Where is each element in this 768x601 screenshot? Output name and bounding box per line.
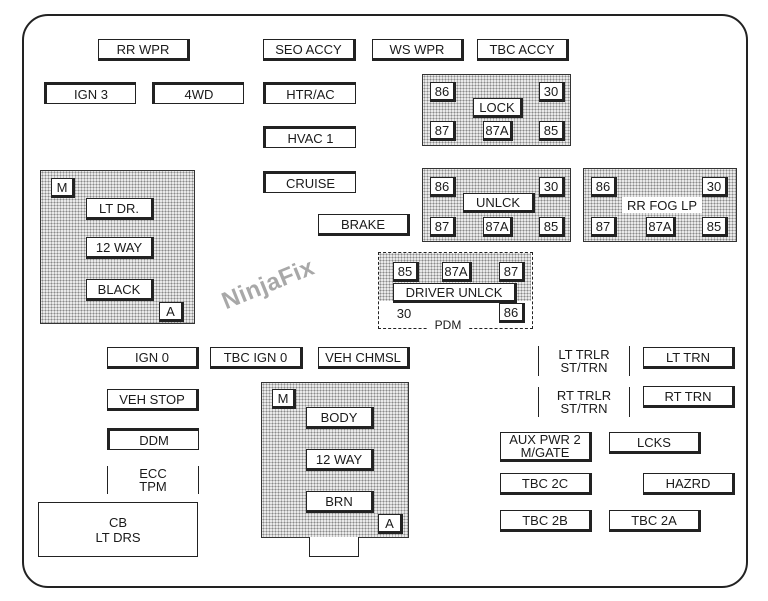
- fuse-tbc-ign-0: TBC IGN 0: [210, 347, 303, 369]
- fuse-tbc-2a: TBC 2A: [609, 510, 701, 532]
- relay-pin-86: 86: [430, 177, 456, 197]
- fuse-cruise: CRUISE: [263, 171, 356, 193]
- connector-pin-m: M: [272, 389, 296, 409]
- fuse-ign-0: IGN 0: [107, 347, 199, 369]
- fuse-rr-wpr: RR WPR: [98, 39, 190, 61]
- connector-tab: [309, 537, 359, 557]
- relay-pin-87a: 87A: [442, 262, 472, 282]
- fuse-rt-trn: RT TRN: [643, 386, 735, 408]
- fuse-label-line-2: ST/TRN: [560, 360, 608, 375]
- connector-label-brn: BRN: [306, 491, 374, 513]
- connector-label-12-way: 12 WAY: [86, 237, 154, 259]
- connector-pin-m: M: [51, 178, 75, 198]
- relay-pin-87a: 87A: [646, 217, 676, 237]
- fuse-brake: BRAKE: [318, 214, 410, 236]
- fuse-hvac-1: HVAC 1: [263, 126, 356, 148]
- connector-pin-a: A: [378, 514, 403, 534]
- relay-pin-86: 86: [591, 177, 617, 197]
- fuse-label-line-1: LT TRLR: [558, 347, 610, 362]
- pdm-module: 85 87A 87 DRIVER UNLCK 30 PDM 86: [378, 252, 533, 333]
- fuse-lt-trlr-st-trn: LT TRLR ST/TRN: [538, 346, 630, 376]
- relay-pin-87: 87: [591, 217, 617, 237]
- relay-pin-87a: 87A: [483, 217, 513, 237]
- relay-pin-30: 30: [393, 305, 415, 321]
- fuse-label-line-2: M/GATE: [520, 445, 570, 460]
- relay-pin-87a: 87A: [483, 121, 513, 141]
- fuse-label-line-1: AUX PWR 2: [509, 432, 581, 447]
- fuse-lcks: LCKS: [609, 432, 701, 454]
- fuse-label-line-2: TPM: [139, 479, 167, 494]
- connector-label-lt-dr: LT DR.: [86, 198, 154, 220]
- connector-label-black: BLACK: [86, 279, 154, 301]
- fuse-rt-trlr-st-trn: RT TRLR ST/TRN: [538, 387, 630, 417]
- circuit-breaker-lt-drs: CB LT DRS: [38, 502, 198, 557]
- relay-pin-87: 87: [430, 121, 456, 141]
- fuse-tbc-2b: TBC 2B: [500, 510, 592, 532]
- relay-unlock: 86 30 UNLCK 87 87A 85: [422, 168, 571, 242]
- fuse-label-line-1: ECC: [139, 466, 167, 481]
- relay-pin-85: 85: [393, 262, 419, 282]
- relay-lock: 86 30 LOCK 87 87A 85: [422, 74, 571, 146]
- fuse-block-outline: [22, 14, 748, 588]
- relay-pin-85: 85: [702, 217, 728, 237]
- relay-label: RR FOG LP: [622, 197, 702, 213]
- fuse-ddm: DDM: [107, 428, 199, 450]
- relay-rr-fog-lp: 86 30 RR FOG LP 87 87A 85: [583, 168, 737, 242]
- relay-pin-85: 85: [539, 217, 565, 237]
- fuse-ign-3: IGN 3: [44, 82, 136, 104]
- fuse-htr-ac: HTR/AC: [263, 82, 356, 104]
- fuse-veh-chmsl: VEH CHMSL: [318, 347, 410, 369]
- fuse-label-line-2: ST/TRN: [560, 401, 608, 416]
- fuse-ws-wpr: WS WPR: [372, 39, 464, 61]
- cb-label-line-1: CB: [108, 514, 128, 530]
- relay-pin-87: 87: [430, 217, 456, 237]
- relay-pin-86: 86: [499, 303, 525, 323]
- connector-pin-a: A: [159, 302, 184, 322]
- relay-pin-30: 30: [539, 82, 565, 102]
- pdm-label: PDM: [427, 317, 469, 333]
- relay-label: LOCK: [473, 98, 523, 118]
- connector-label-12-way: 12 WAY: [306, 449, 374, 471]
- relay-pin-85: 85: [539, 121, 565, 141]
- fuse-4wd: 4WD: [152, 82, 244, 104]
- fuse-label-line-1: RT TRLR: [556, 388, 612, 403]
- connector-body: M BODY 12 WAY BRN A: [261, 382, 409, 538]
- fuse-lt-trn: LT TRN: [643, 347, 735, 369]
- fuse-tbc-2c: TBC 2C: [500, 473, 592, 495]
- fuse-veh-stop: VEH STOP: [107, 389, 199, 411]
- fuse-seo-accy: SEO ACCY: [263, 39, 356, 61]
- connector-lt-dr: M LT DR. 12 WAY BLACK A: [40, 170, 195, 324]
- fuse-tbc-accy: TBC ACCY: [477, 39, 569, 61]
- fuse-ecc-tpm: ECC TPM: [107, 466, 199, 494]
- cb-label-line-2: LT DRS: [95, 529, 141, 545]
- relay-pin-87: 87: [499, 262, 525, 282]
- fuse-hazrd: HAZRD: [643, 473, 735, 495]
- relay-pin-30: 30: [702, 177, 728, 197]
- relay-label: UNLCK: [463, 193, 535, 213]
- relay-label: DRIVER UNLCK: [393, 283, 517, 303]
- connector-label-body: BODY: [306, 407, 374, 429]
- fuse-aux-pwr-2-m-gate: AUX PWR 2 M/GATE: [500, 432, 592, 462]
- relay-pin-86: 86: [430, 82, 456, 102]
- relay-pin-30: 30: [539, 177, 565, 197]
